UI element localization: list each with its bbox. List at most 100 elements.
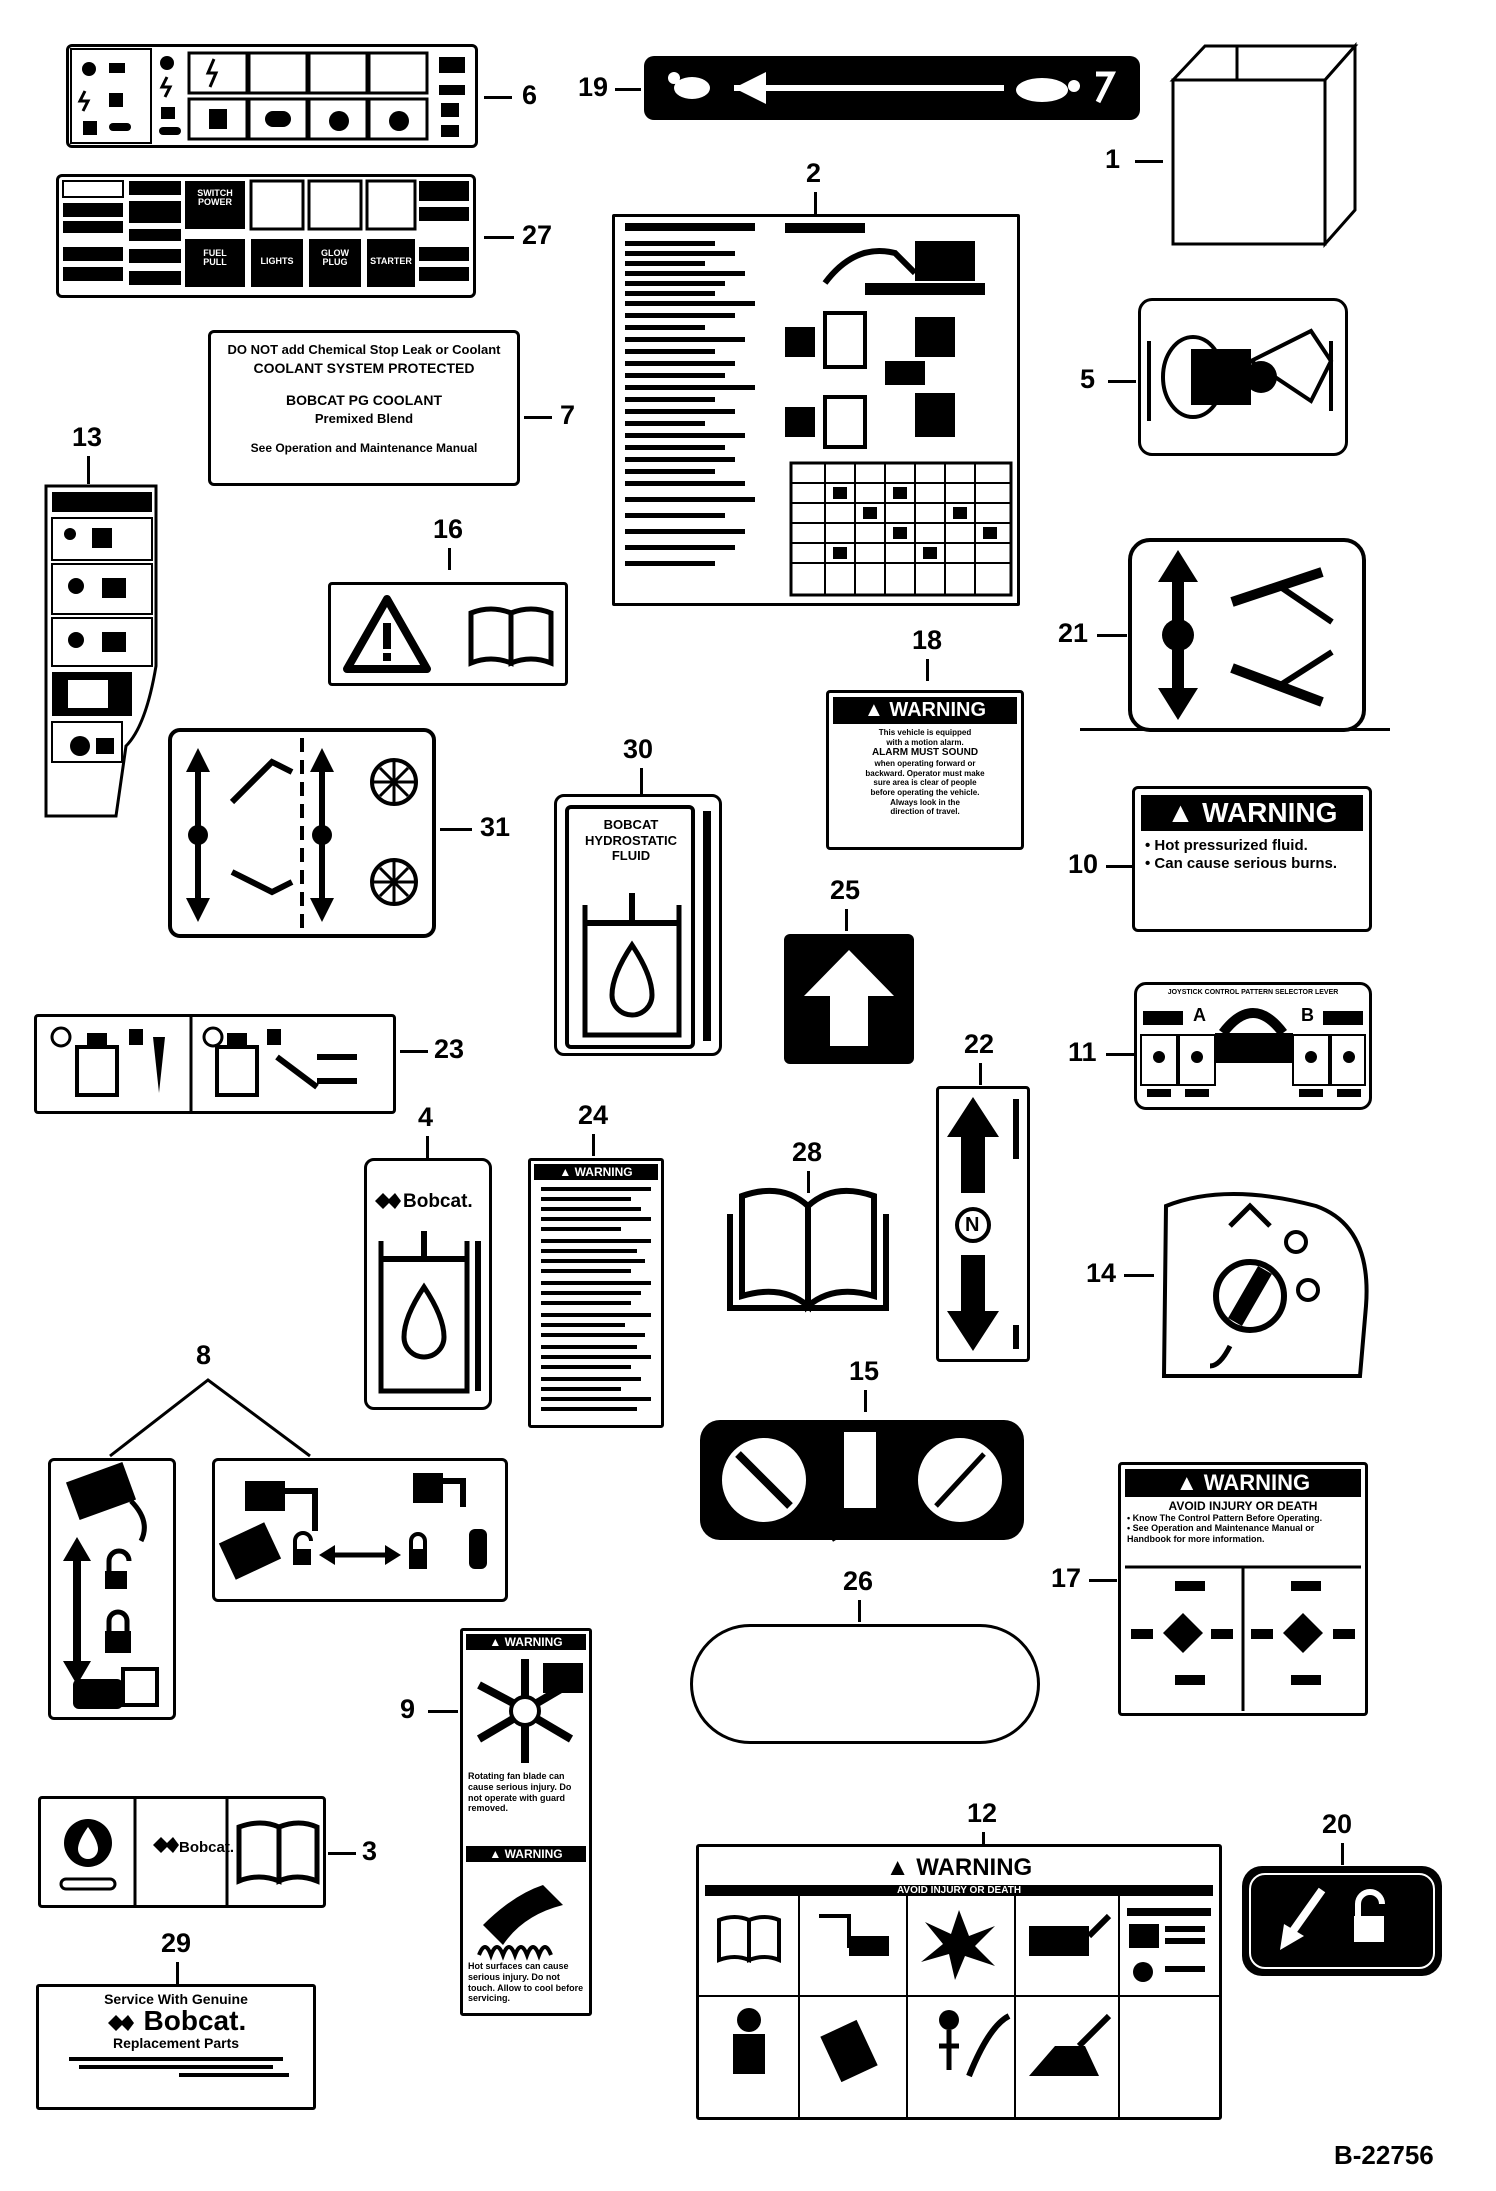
callout-9: 9 [400, 1694, 416, 1724]
decal-10-warning-triangle-icon: ▲ [1166, 797, 1195, 828]
callout-13: 13 [72, 422, 103, 452]
decal-17-bullet-2: See Operation and Maintenance Manual or … [1127, 1523, 1315, 1544]
decal-10-hot-fluid: ▲ WARNING • Hot pressurized fluid. • Can… [1132, 786, 1372, 932]
decal-29-genuine-parts: Service With Genuine Bobcat. Replacement… [36, 1984, 316, 2110]
decal-21-boom-control [1128, 538, 1366, 732]
decal-29-line-1: Service With Genuine [104, 1991, 248, 2007]
decal-27-starter-label: STARTER [370, 256, 412, 266]
decal-31-arm-bucket-control [168, 728, 436, 938]
decal-16-read-manual [328, 582, 568, 686]
leader-5 [1108, 380, 1136, 383]
leader-6 [484, 96, 512, 99]
decal-15-gauge-bezel [700, 1420, 1024, 1542]
leader-13 [87, 456, 90, 484]
decal-18-line-2: with a motion alarm. [886, 737, 964, 747]
decal-24-warning-text: ▲ WARNING [528, 1158, 664, 1428]
decal-3-brand: Bobcat. [179, 1839, 235, 1856]
decal-1-package-box [1169, 42, 1359, 248]
decal-7-line-5: See Operation and Maintenance Manual [250, 440, 478, 455]
decal-18-motion-alarm: ▲ WARNING This vehicle is equipped with … [826, 690, 1024, 850]
decal-7-line-1: DO NOT add Chemical Stop Leak or Coolant [227, 342, 501, 357]
decal-27-switch-label: SWITCH [197, 188, 233, 198]
decal-7-line-2: COOLANT SYSTEM PROTECTED [253, 359, 475, 376]
decal-18-line-1: This vehicle is equipped [878, 728, 972, 737]
leader-20 [1341, 1843, 1344, 1865]
callout-31: 31 [480, 812, 511, 842]
decal-17-subhead: AVOID INJURY OR DEATH [1168, 1499, 1318, 1513]
decal-22-travel-direction: N [936, 1086, 1030, 1362]
leader-12 [982, 1832, 985, 1854]
decal-27-fuel-label: FUEL [203, 248, 227, 258]
leader-8 [109, 1378, 311, 1458]
callout-29: 29 [161, 1928, 192, 1958]
leader-16 [448, 548, 451, 570]
decal-10-bullet-2: Can cause serious burns. [1154, 855, 1337, 872]
callout-14: 14 [1086, 1258, 1117, 1288]
callout-24: 24 [578, 1100, 609, 1130]
decal-11-title: JOYSTICK CONTROL PATTERN SELECTOR LEVER [1167, 989, 1339, 996]
callout-5: 5 [1080, 364, 1096, 394]
callout-30: 30 [623, 734, 654, 764]
decal-30-line-2: HYDROSTATIC [585, 832, 677, 848]
leader-21 [1097, 634, 1127, 637]
callout-15: 15 [849, 1356, 880, 1386]
callout-1: 1 [1105, 144, 1121, 174]
decal-10-bullet-1: Hot pressurized fluid. [1154, 837, 1308, 854]
leader-10 [1106, 865, 1134, 868]
decal-13-control-strip [44, 484, 158, 818]
callout-6: 6 [522, 80, 538, 110]
decal-9-warning-label-2: WARNING [504, 1847, 563, 1861]
decal-24-warning-label: WARNING [574, 1165, 633, 1179]
decal-18-line-4: when operating forward or [874, 759, 976, 769]
decal-27-plug-label: PLUG [322, 257, 348, 268]
callout-20: 20 [1322, 1809, 1353, 1839]
decal-29-brand: Bobcat. [143, 2005, 247, 2036]
decal-4-brand: Bobcat. [403, 1191, 473, 1212]
decal-24-warning-triangle-icon: ▲ [559, 1165, 572, 1179]
decal-9-warning-triangle-icon-2: ▲ [489, 1847, 502, 1861]
decal-8-lock-decal-horizontal [212, 1458, 508, 1602]
decal-3-bobcat-engine-oil: Bobcat. [38, 1796, 326, 1908]
callout-3: 3 [362, 1836, 378, 1866]
decal-9-warning-triangle-icon-1: ▲ [489, 1635, 502, 1649]
callout-8: 8 [196, 1340, 212, 1370]
decal-27-power-label: POWER [197, 197, 232, 208]
leader-15 [864, 1390, 867, 1412]
decal-29-line-2: Replacement Parts [112, 2035, 240, 2051]
decal-28-manual-book-icon [727, 1187, 889, 1313]
decal-4-bobcat-fluid: Bobcat. [364, 1158, 492, 1410]
decal-21-underline [1080, 728, 1390, 731]
decal-9-text-2: Hot surfaces can cause serious injury. D… [468, 1961, 584, 2004]
decal-30-line-1: BOBCAT [603, 817, 659, 832]
decal-18-line-7: before operating the vehicle. [870, 787, 980, 797]
decal-18-warning-label: WARNING [889, 699, 987, 721]
decal-12-warning-label: WARNING [916, 1854, 1033, 1881]
decal-22-neutral-label: N [965, 1214, 980, 1236]
decal-18-line-6: sure area is clear of people [873, 778, 977, 788]
leader-9 [428, 1710, 458, 1713]
callout-19: 19 [578, 72, 609, 102]
decal-8-lock-decal-vertical [48, 1458, 176, 1720]
callout-21: 21 [1058, 618, 1089, 648]
decal-2-control-decal [612, 214, 1020, 606]
callout-2: 2 [806, 158, 822, 188]
leader-25 [845, 909, 848, 931]
decal-18-line-5: backward. Operator must make [865, 768, 985, 778]
callout-28: 28 [792, 1137, 823, 1167]
leader-17 [1089, 1579, 1117, 1582]
leader-1 [1135, 160, 1163, 163]
drawing-reference-number: B-22756 [1334, 2140, 1434, 2170]
leader-31 [440, 828, 472, 831]
leader-19 [615, 88, 641, 91]
decal-12-safety-warning: ▲ WARNING AVOID INJURY OR DEATH [696, 1844, 1222, 2120]
callout-18: 18 [912, 625, 943, 655]
decal-5-operator-seat [1138, 298, 1348, 456]
decal-7-line-3: BOBCAT PG COOLANT [285, 392, 443, 409]
decal-25-up-arrow [784, 934, 914, 1064]
decal-30-hydrostatic-fluid: BOBCAT HYDROSTATIC FLUID [554, 794, 722, 1056]
callout-23: 23 [434, 1034, 465, 1064]
leader-28 [807, 1171, 810, 1193]
decal-27-lights-label: LIGHTS [260, 256, 294, 266]
decal-18-warning-triangle-icon: ▲ [863, 699, 884, 721]
leader-3 [328, 1852, 356, 1855]
